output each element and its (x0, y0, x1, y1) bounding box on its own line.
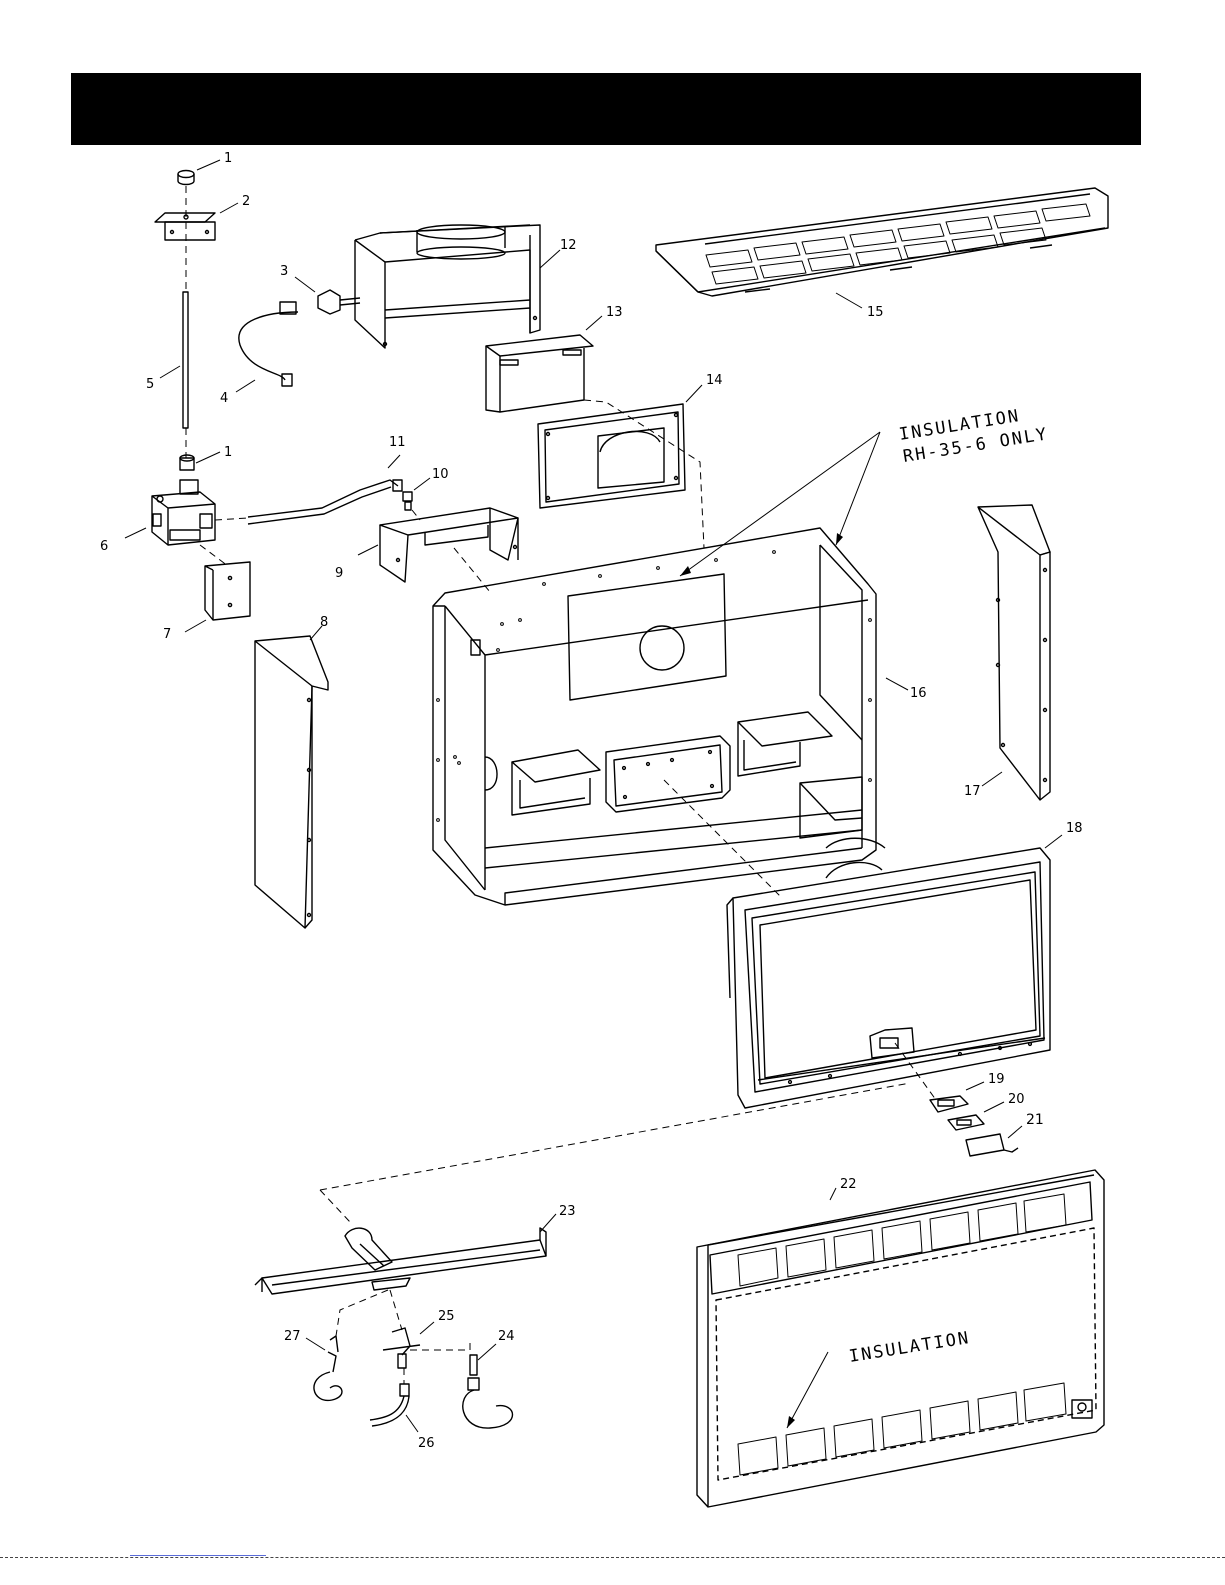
part-15-grille-panel (656, 188, 1108, 296)
callout-4: 4 (220, 391, 228, 406)
footer-link-underline (130, 1555, 266, 1556)
callout-9: 9 (335, 566, 343, 581)
part-3-switch (318, 290, 360, 314)
callout-24: 24 (498, 1329, 515, 1344)
callout-21: 21 (1026, 1112, 1044, 1128)
callout-3: 3 (280, 264, 288, 279)
part-5-rod (183, 292, 188, 428)
callout-1: 1 (224, 151, 232, 166)
part-11-tube (248, 480, 402, 524)
callout-7: 7 (163, 627, 171, 642)
part-8-side-panel (255, 636, 328, 928)
callout-16: 16 (910, 686, 927, 701)
callout-13: 13 (606, 305, 623, 320)
callout-15: 15 (867, 305, 884, 320)
part-25-pilot (383, 1328, 420, 1368)
part-17-side-panel (978, 505, 1050, 800)
part-18-firebox (727, 848, 1050, 1108)
part-1-cap (178, 171, 194, 185)
part-13-plate (486, 335, 593, 412)
callout-23: 23 (559, 1204, 576, 1219)
insulation-board (568, 574, 726, 700)
part-9-bracket (380, 508, 518, 582)
callout-5: 5 (146, 377, 154, 392)
part-20-plate (948, 1115, 984, 1130)
callout-12: 12 (560, 238, 577, 253)
callout-27: 27 (284, 1329, 301, 1344)
callout-19: 19 (988, 1072, 1005, 1087)
part-19-gasket (930, 1096, 968, 1112)
part-12-hood (355, 225, 540, 348)
callout-14: 14 (706, 373, 723, 388)
callout-20: 20 (1008, 1092, 1025, 1107)
part-2-bracket (155, 213, 215, 240)
callout-1-lower: 1 (224, 445, 232, 460)
part-24-thermocouple (463, 1355, 513, 1428)
part-14-panel (538, 404, 685, 508)
part-16-cabinet (433, 528, 885, 905)
part-10-fitting (403, 492, 412, 510)
callout-26: 26 (418, 1436, 435, 1451)
callout-8: 8 (320, 615, 328, 630)
callout-10: 10 (432, 467, 449, 482)
callout-6: 6 (100, 539, 108, 554)
cabinet-air-boxes (512, 712, 832, 815)
part-6-gas-valve (152, 480, 215, 545)
callout-2: 2 (242, 194, 250, 209)
callout-18: 18 (1066, 821, 1083, 836)
callout-17: 17 (964, 784, 981, 799)
callout-25: 25 (438, 1309, 455, 1324)
part-26-tube (370, 1384, 409, 1426)
insulation-note-bottom: INSULATION (848, 1328, 972, 1367)
part-1-lower (180, 455, 194, 470)
part-4-wire (239, 302, 298, 386)
part-21-label (966, 1134, 1018, 1156)
part-23-burner (255, 1228, 546, 1294)
footer-rule (0, 1557, 1225, 1558)
callout-11: 11 (389, 435, 406, 450)
part-7-bracket (205, 562, 250, 620)
callout-22: 22 (840, 1177, 857, 1192)
